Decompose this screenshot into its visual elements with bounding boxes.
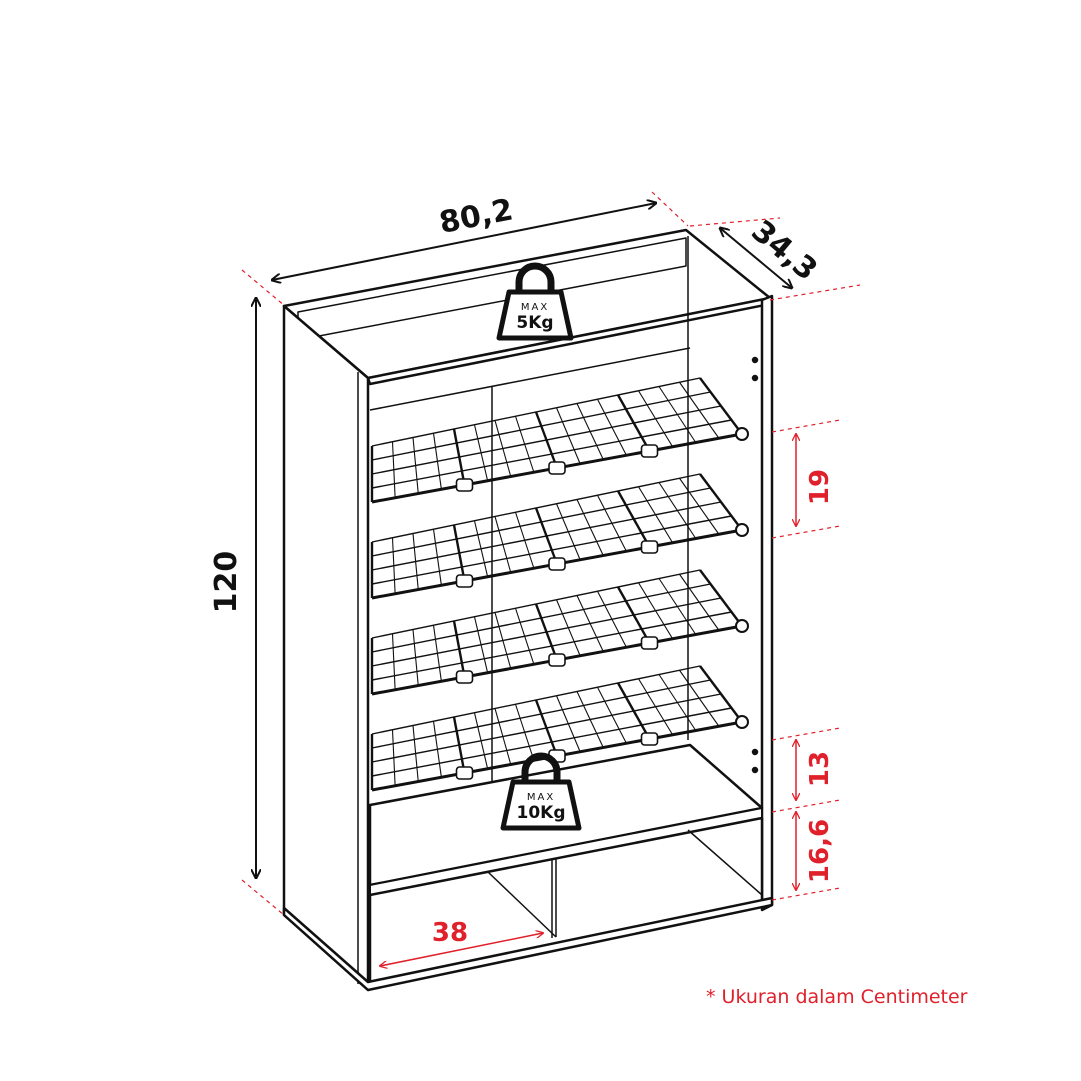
base-height-label: 16,6 [805, 819, 835, 883]
red-dimension-arrows [380, 434, 796, 966]
weight-top-max: MAX [521, 302, 549, 313]
dimension-arrows [256, 203, 792, 878]
compartment-width-label: 38 [432, 918, 468, 948]
wire-rack [370, 665, 749, 792]
left-side-panel [282, 304, 370, 992]
weight-shelf-max: MAX [527, 792, 555, 803]
units-note: * Ukuran dalam Centimeter [706, 986, 968, 1008]
height-label: 120 [209, 551, 244, 614]
right-side-panel [760, 294, 774, 912]
depth-label: 34,3 [745, 214, 824, 288]
extension-lines [241, 191, 861, 916]
wire-rack [370, 473, 749, 600]
cabinet [282, 228, 774, 992]
wire-rack [370, 569, 749, 696]
depth-arrow [720, 228, 792, 288]
shelf-gap-label: 19 [805, 469, 835, 505]
lower-gap-label: 13 [805, 751, 835, 787]
weight-badge-shelf: MAX 10Kg [500, 752, 582, 831]
bottom-plinth [282, 896, 774, 992]
wire-racks [370, 377, 749, 792]
weight-icon [521, 752, 561, 782]
weight-top-value: 5Kg [516, 313, 553, 333]
weight-shelf-value: 10Kg [517, 803, 566, 823]
wire-rack [370, 377, 749, 504]
width-arrow [272, 203, 656, 280]
compartment-width-arrow [380, 933, 543, 966]
